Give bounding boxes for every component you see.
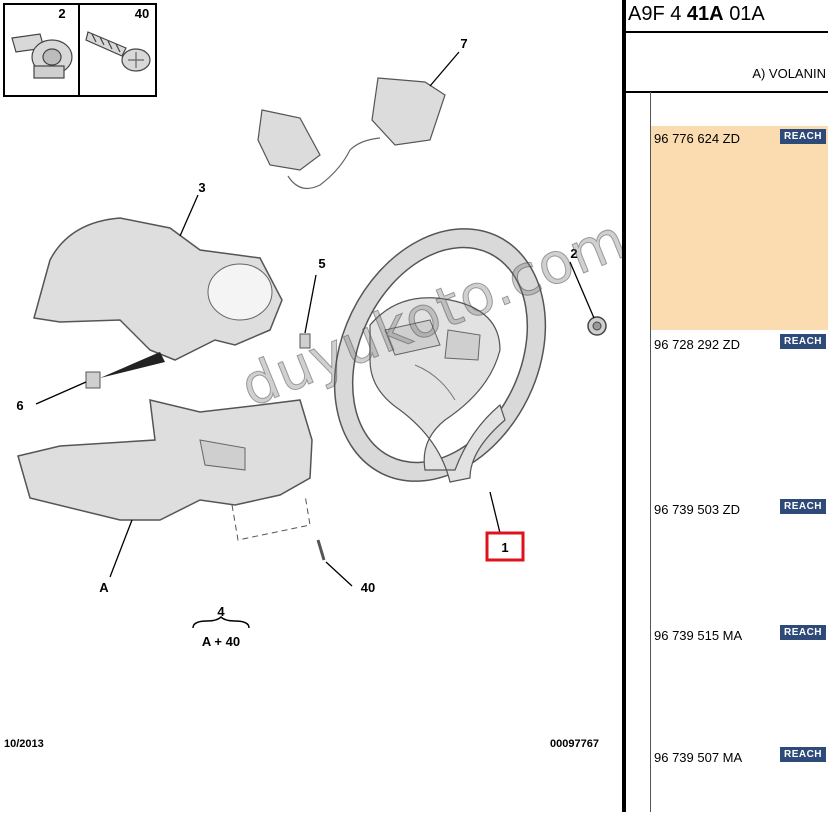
ref-suffix: 01A (729, 3, 765, 25)
lower-cover-icon (17, 399, 313, 541)
insert-pointer (100, 352, 165, 378)
callout-6: 6 (16, 398, 23, 413)
drawing-date: 10/2013 (4, 738, 44, 750)
thumbnail-boxes: 2 40 (3, 3, 157, 97)
ref-prefix: A9F 4 (628, 3, 682, 25)
reach-badge: REACH (780, 129, 826, 144)
upper-cover-icon (33, 217, 283, 361)
callout-40: 40 (361, 580, 375, 595)
ref-bold: 41A (686, 3, 724, 25)
thumb-label-40: 40 (135, 6, 149, 21)
callout-1: 1 (501, 540, 508, 555)
part-number[interactable]: 96 776 624 ZD (654, 131, 741, 146)
part-number[interactable]: 96 739 507 MA (654, 750, 743, 765)
callout-2: 2 (570, 246, 577, 261)
diagram-drawing: 2 40 (3, 3, 607, 649)
callout-3: 3 (198, 180, 205, 195)
kit-label: 4 (217, 604, 225, 619)
leader-lines (35, 51, 595, 587)
switch-unit-icon (257, 77, 446, 190)
exploded-parts-diagram: 2 40 (3, 3, 636, 750)
thumb-label-2: 2 (58, 6, 65, 21)
drawing-number: 00097767 (550, 738, 599, 750)
callout-1-highlight (485, 531, 525, 562)
panel-subtitle: A) VOLANIN (752, 66, 826, 81)
steering-wheel-icon (333, 228, 547, 483)
panel-header-rule (626, 91, 828, 93)
callout-7: 7 (460, 36, 467, 51)
reach-badge: REACH (780, 625, 826, 640)
parts-panel: A9F 4 41A 01A A) VOLANIN 96 776 624 ZD R… (626, 0, 828, 816)
screw-icon (316, 539, 326, 561)
part-number[interactable]: 96 739 503 ZD (654, 502, 741, 517)
selected-row-highlight (651, 126, 828, 330)
panel-top-rule (626, 31, 828, 33)
reach-badge: REACH (780, 747, 826, 762)
panel-column-line (650, 92, 651, 812)
nut-icon (587, 316, 607, 336)
panel-reference: A9F 4 41A 01A (628, 3, 765, 26)
part-number[interactable]: 96 728 292 ZD (654, 337, 741, 352)
kit-formula: A + 40 (202, 634, 240, 649)
clip-icon (299, 333, 311, 349)
kit-brace (192, 615, 250, 629)
reach-badge: REACH (780, 334, 826, 349)
panel-divider (622, 0, 626, 812)
insert-icon (85, 371, 101, 389)
reach-badge: REACH (780, 499, 826, 514)
callout-a: A (99, 580, 109, 595)
part-number[interactable]: 96 739 515 MA (654, 628, 743, 643)
callout-5: 5 (318, 256, 325, 271)
screw-thumb-icon (85, 31, 151, 72)
nut-thumb-icon (11, 33, 73, 79)
